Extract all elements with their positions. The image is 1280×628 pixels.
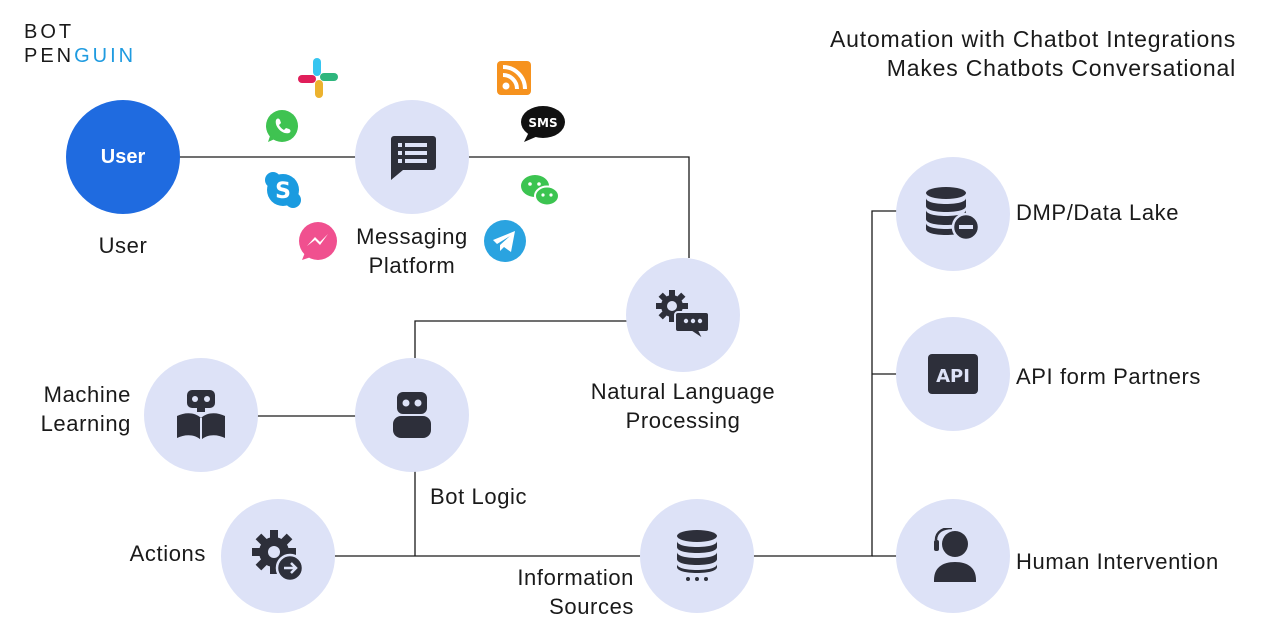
support-agent-icon [934,528,976,582]
skype-icon: S [265,172,301,208]
messaging-platform-node [355,100,469,214]
nlp-node [626,258,740,372]
api-partners-node: API [896,317,1010,431]
api-icon: API [928,354,978,394]
messenger-icon [299,222,337,260]
information-sources-node [640,499,754,613]
botpenguin-logo: BOT PENGUIN [24,21,137,67]
svg-text:S: S [275,179,291,204]
svg-text:API: API [936,366,970,387]
whatsapp-icon [266,110,298,142]
user-label: User [98,233,148,258]
dmp-data-lake-label: DMP/Data Lake [1016,200,1180,225]
human-intervention-node [896,499,1010,613]
sms-icon: SMS [521,106,565,142]
bot-logic-node [355,358,469,472]
actions-node [221,499,335,613]
robot-reading-icon [177,390,225,440]
wechat-icon [521,175,560,207]
line-info-bus [752,210,898,557]
user-node-text: User [100,145,146,168]
title-line-2: Makes Chatbots Conversational [886,55,1236,81]
machine-learning-node [144,358,258,472]
rss-icon [497,61,531,95]
robot-icon [393,392,431,438]
bot-logic-label: Bot Logic [430,484,528,509]
gear-chat-icon [656,290,710,342]
gear-arrow-icon [252,530,305,583]
database-minus-icon [926,187,981,242]
line-messaging-nlp [467,156,690,258]
telegram-icon [484,220,526,262]
user-node: User [66,100,180,214]
svg-text:SMS: SMS [528,116,557,130]
title-line-1: Automation with Chatbot Integrations [830,26,1236,52]
message-list-icon [391,136,436,180]
actions-label: Actions [129,541,206,566]
database-icon [677,530,717,581]
dmp-data-lake-node [896,157,1010,271]
human-intervention-label: Human Intervention [1016,549,1219,574]
slack-icon [298,58,338,98]
api-partners-label: API form Partners [1016,364,1202,389]
line-nlp-botlogic [414,320,628,358]
